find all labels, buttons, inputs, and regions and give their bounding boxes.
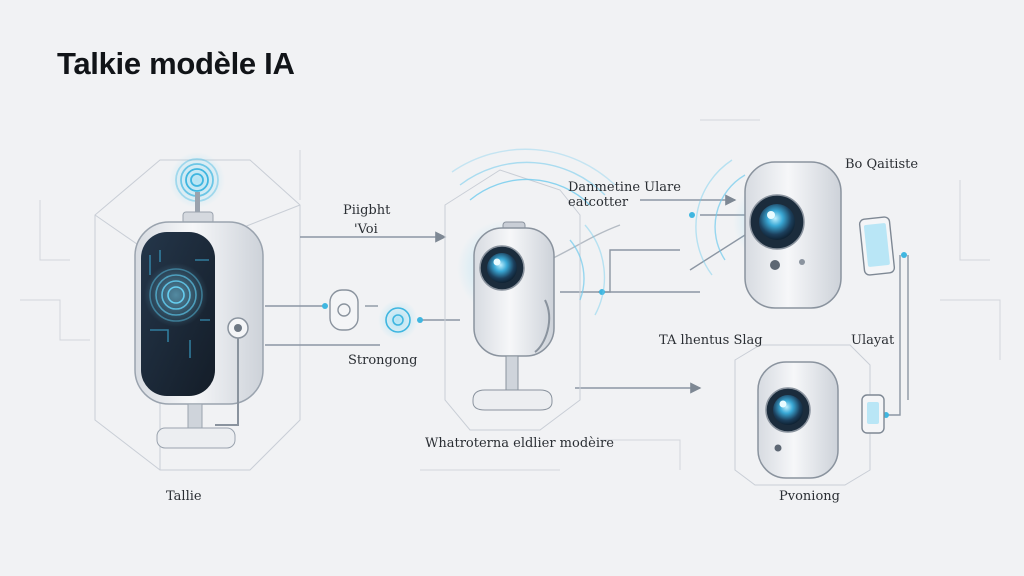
antenna <box>195 192 200 216</box>
tablet-icon <box>858 216 896 276</box>
lens-highlight <box>767 211 775 219</box>
label-arrow-top-2: 'Voi <box>354 222 378 237</box>
label-right-mid: TA lhentus Slag <box>659 333 763 348</box>
fingerprint-badge <box>329 289 359 331</box>
signal-arcs <box>451 148 616 316</box>
page-title: Talkie modèle IA <box>57 46 295 81</box>
center-body <box>473 227 555 357</box>
label-center-bottom: Whatroterna eldlier modèire <box>425 436 614 451</box>
talkie-cable <box>215 338 239 426</box>
right-bottom-wire-box <box>734 344 871 486</box>
label-arrow-mid: Strongong <box>348 353 418 368</box>
camera-lens-icon <box>773 395 803 425</box>
right-bottom-sensor <box>774 444 782 452</box>
screen-glow <box>144 263 208 327</box>
talkie-device <box>94 152 301 471</box>
label-device-left: Tallie <box>166 489 202 504</box>
center-stand-base <box>472 389 553 411</box>
label-right-bottom: Pvoniong <box>779 489 840 504</box>
right-top-sensor <box>770 260 780 270</box>
center-device <box>444 148 616 431</box>
label-right-top: Bo Qaitiste <box>845 157 919 172</box>
right-bottom-device <box>734 344 885 486</box>
label-right-side: Ulayat <box>851 333 895 348</box>
center-cable <box>534 299 551 353</box>
center-stand <box>505 355 519 391</box>
connector-lines <box>265 194 909 416</box>
center-wire-box <box>444 169 581 431</box>
camera-lens-icon <box>759 204 795 240</box>
lens-highlight <box>779 400 787 408</box>
sound-wave-icon <box>378 300 418 340</box>
talkie-stand <box>187 403 203 431</box>
right-top-dot <box>799 259 805 265</box>
right-top-arcs <box>695 159 746 276</box>
antenna-glow <box>169 152 225 208</box>
label-arrow-top-1: Piigbht <box>343 203 391 218</box>
label-center-top-1: Danmetine Ulare <box>568 180 681 195</box>
right-bottom-module-screen <box>867 402 879 424</box>
right-top-device <box>695 159 896 309</box>
camera-lens-icon <box>487 253 517 283</box>
talkie-stand-base <box>156 427 236 449</box>
lens-highlight <box>493 258 501 266</box>
talkie-knob-center <box>234 324 242 332</box>
background-traces <box>20 119 1001 471</box>
label-center-top-2: eatcotter <box>568 195 629 210</box>
